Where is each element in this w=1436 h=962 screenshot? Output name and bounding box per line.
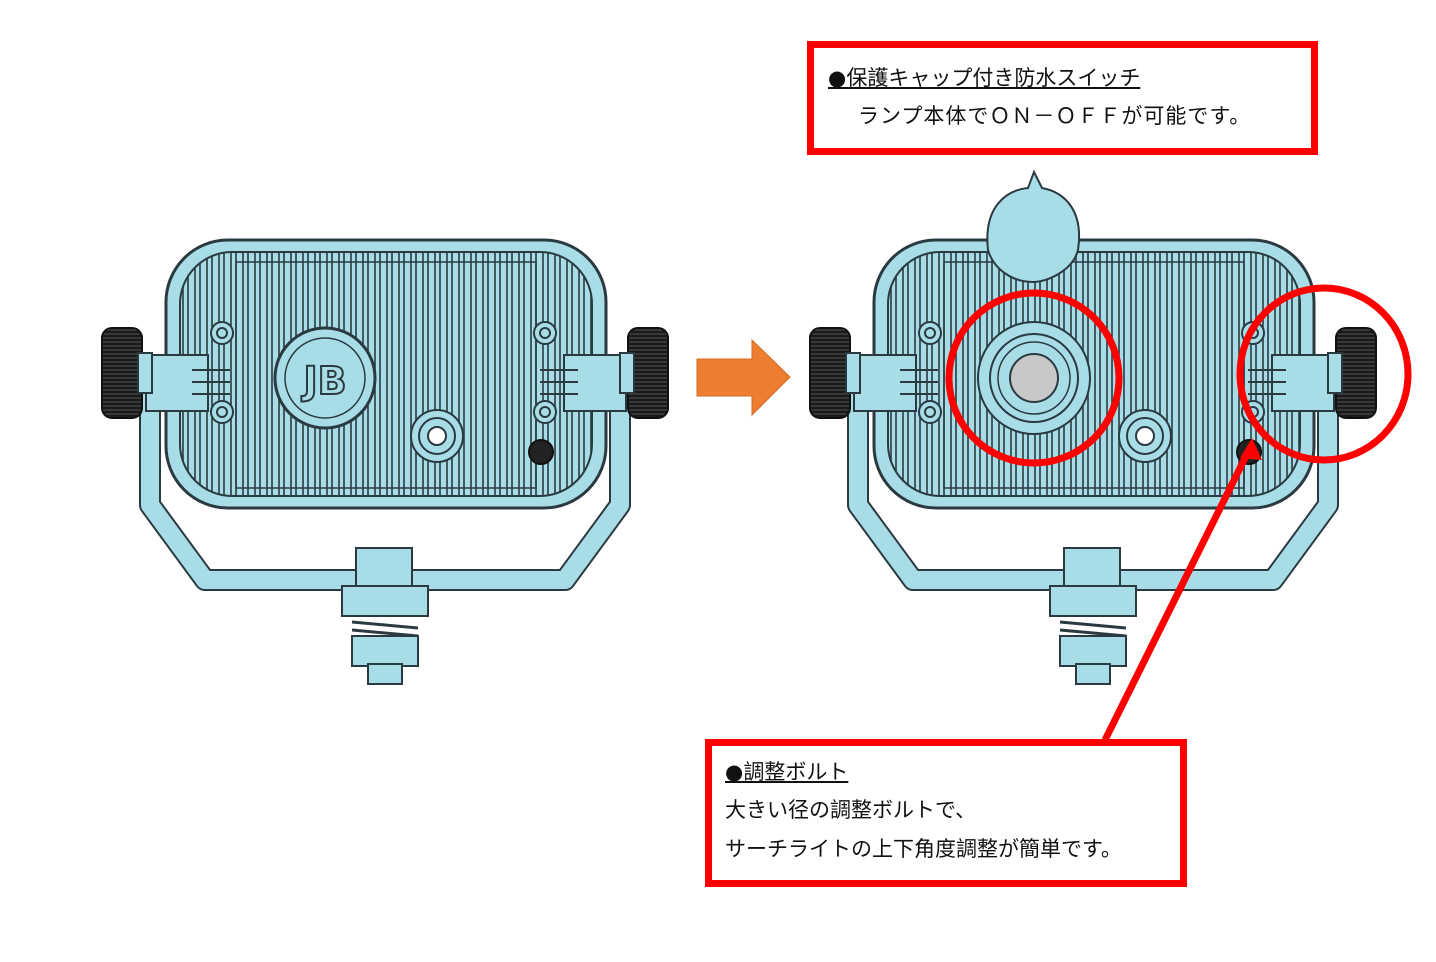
bolt-callout-line2: サーチライトの上下角度調整が簡単です。 — [725, 837, 1122, 861]
bolt-highlight-circle — [1236, 284, 1412, 464]
bolt-callout: ●調整ボルト 大きい径の調整ボルトで、 サーチライトの上下角度調整が簡単です。 — [705, 739, 1187, 887]
lamp-drawing-before: JB — [102, 240, 668, 684]
bolt-callout-line1: 大きい径の調整ボルトで、 — [725, 798, 977, 822]
bolt-callout-title: ●調整ボルト — [725, 760, 849, 784]
adjust-bolt-head — [528, 439, 554, 465]
pointer-line — [1101, 446, 1254, 742]
right-arrow-icon — [696, 338, 791, 417]
switch-callout: ●保護キャップ付き防水スイッチ ランプ本体でＯＮ－ＯＦＦが可能です。 — [807, 41, 1318, 155]
switch-callout-title: ●保護キャップ付き防水スイッチ — [828, 66, 1141, 90]
switch-cap — [986, 169, 1081, 284]
lamp-logo: JB — [300, 359, 346, 403]
switch-highlight-circle — [945, 289, 1123, 467]
switch-callout-body: ランプ本体でＯＮ－ＯＦＦが可能です。 — [858, 104, 1252, 128]
lamp-drawing-after — [810, 169, 1376, 684]
pointer-arrowhead — [1240, 438, 1262, 460]
logo-badge — [273, 326, 377, 430]
